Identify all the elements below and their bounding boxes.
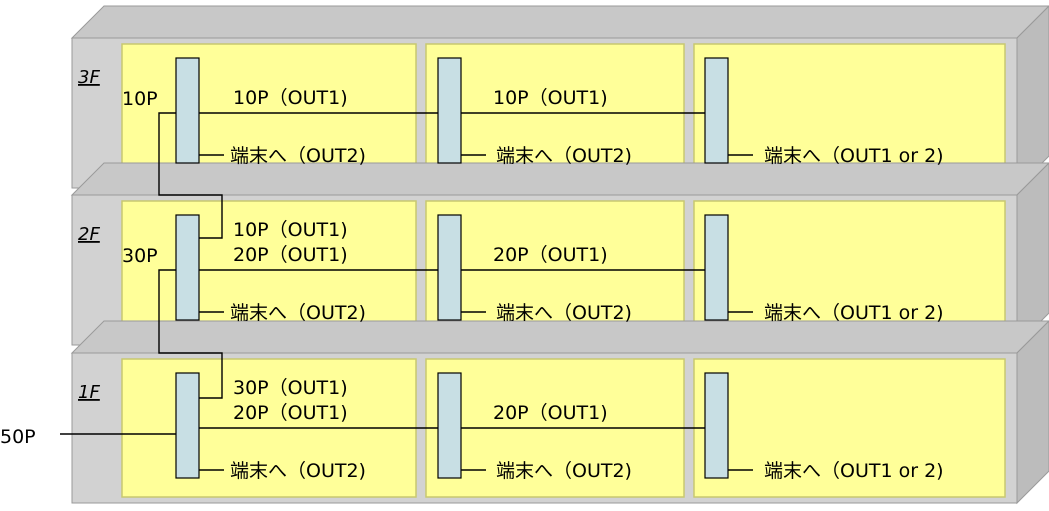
riser-wire [158, 269, 223, 399]
input-label: 30P [122, 245, 158, 267]
floor-side-face [1016, 320, 1049, 505]
floor-label: 2F [78, 224, 100, 245]
floor-top-face [70, 5, 1049, 39]
riser-label: 30P（OUT1) [233, 377, 348, 399]
feed-label: 50P [0, 426, 36, 448]
out1-label: 20P（OUT1) [493, 402, 608, 424]
wires-layer [60, 112, 753, 471]
out2-label: 端末へ（OUT2) [230, 145, 366, 167]
out1-label: 20P（OUT1) [233, 402, 348, 424]
splitter-box [437, 57, 462, 164]
splitter-box [437, 214, 462, 321]
floor-side-face [1016, 162, 1049, 347]
splitter-box [704, 214, 729, 321]
out2-label: 端末へ（OUT1 or 2) [764, 145, 944, 167]
floor-label: 3F [78, 67, 100, 88]
input-label: 10P [122, 88, 158, 110]
out2-label: 端末へ（OUT2) [230, 460, 366, 482]
floor-top-face [70, 320, 1049, 354]
room-box [693, 358, 1006, 498]
out2-label: 端末へ（OUT2) [230, 302, 366, 324]
riser-label: 10P（OUT1) [233, 219, 348, 241]
riser-wire [158, 112, 223, 239]
out1-label: 20P（OUT1) [493, 244, 608, 266]
splitter-box [437, 372, 462, 479]
out2-label: 端末へ（OUT2) [496, 145, 632, 167]
splitter-box [175, 372, 200, 479]
out1-label: 20P（OUT1) [233, 244, 348, 266]
floor-label: 1F [78, 382, 100, 403]
floor-top-face [70, 162, 1049, 196]
splitter-box [175, 214, 200, 321]
out2-label: 端末へ（OUT2) [496, 460, 632, 482]
out2-label: 端末へ（OUT1 or 2) [764, 302, 944, 324]
splitter-box [704, 57, 729, 164]
out2-label: 端末へ（OUT1 or 2) [764, 460, 944, 482]
labels-layer: 3F 2F 1F 10P（OUT1) 10P（OUT1) 端末へ（OUT2) 端末へ（OUT… [0, 67, 944, 482]
room-box [693, 200, 1006, 340]
splitter-box [175, 57, 200, 164]
splitter-box [704, 372, 729, 479]
out1-label: 10P（OUT1) [233, 87, 348, 109]
out1-label: 10P（OUT1) [493, 87, 608, 109]
floor-side-face [1016, 5, 1049, 190]
out2-label: 端末へ（OUT2) [496, 302, 632, 324]
